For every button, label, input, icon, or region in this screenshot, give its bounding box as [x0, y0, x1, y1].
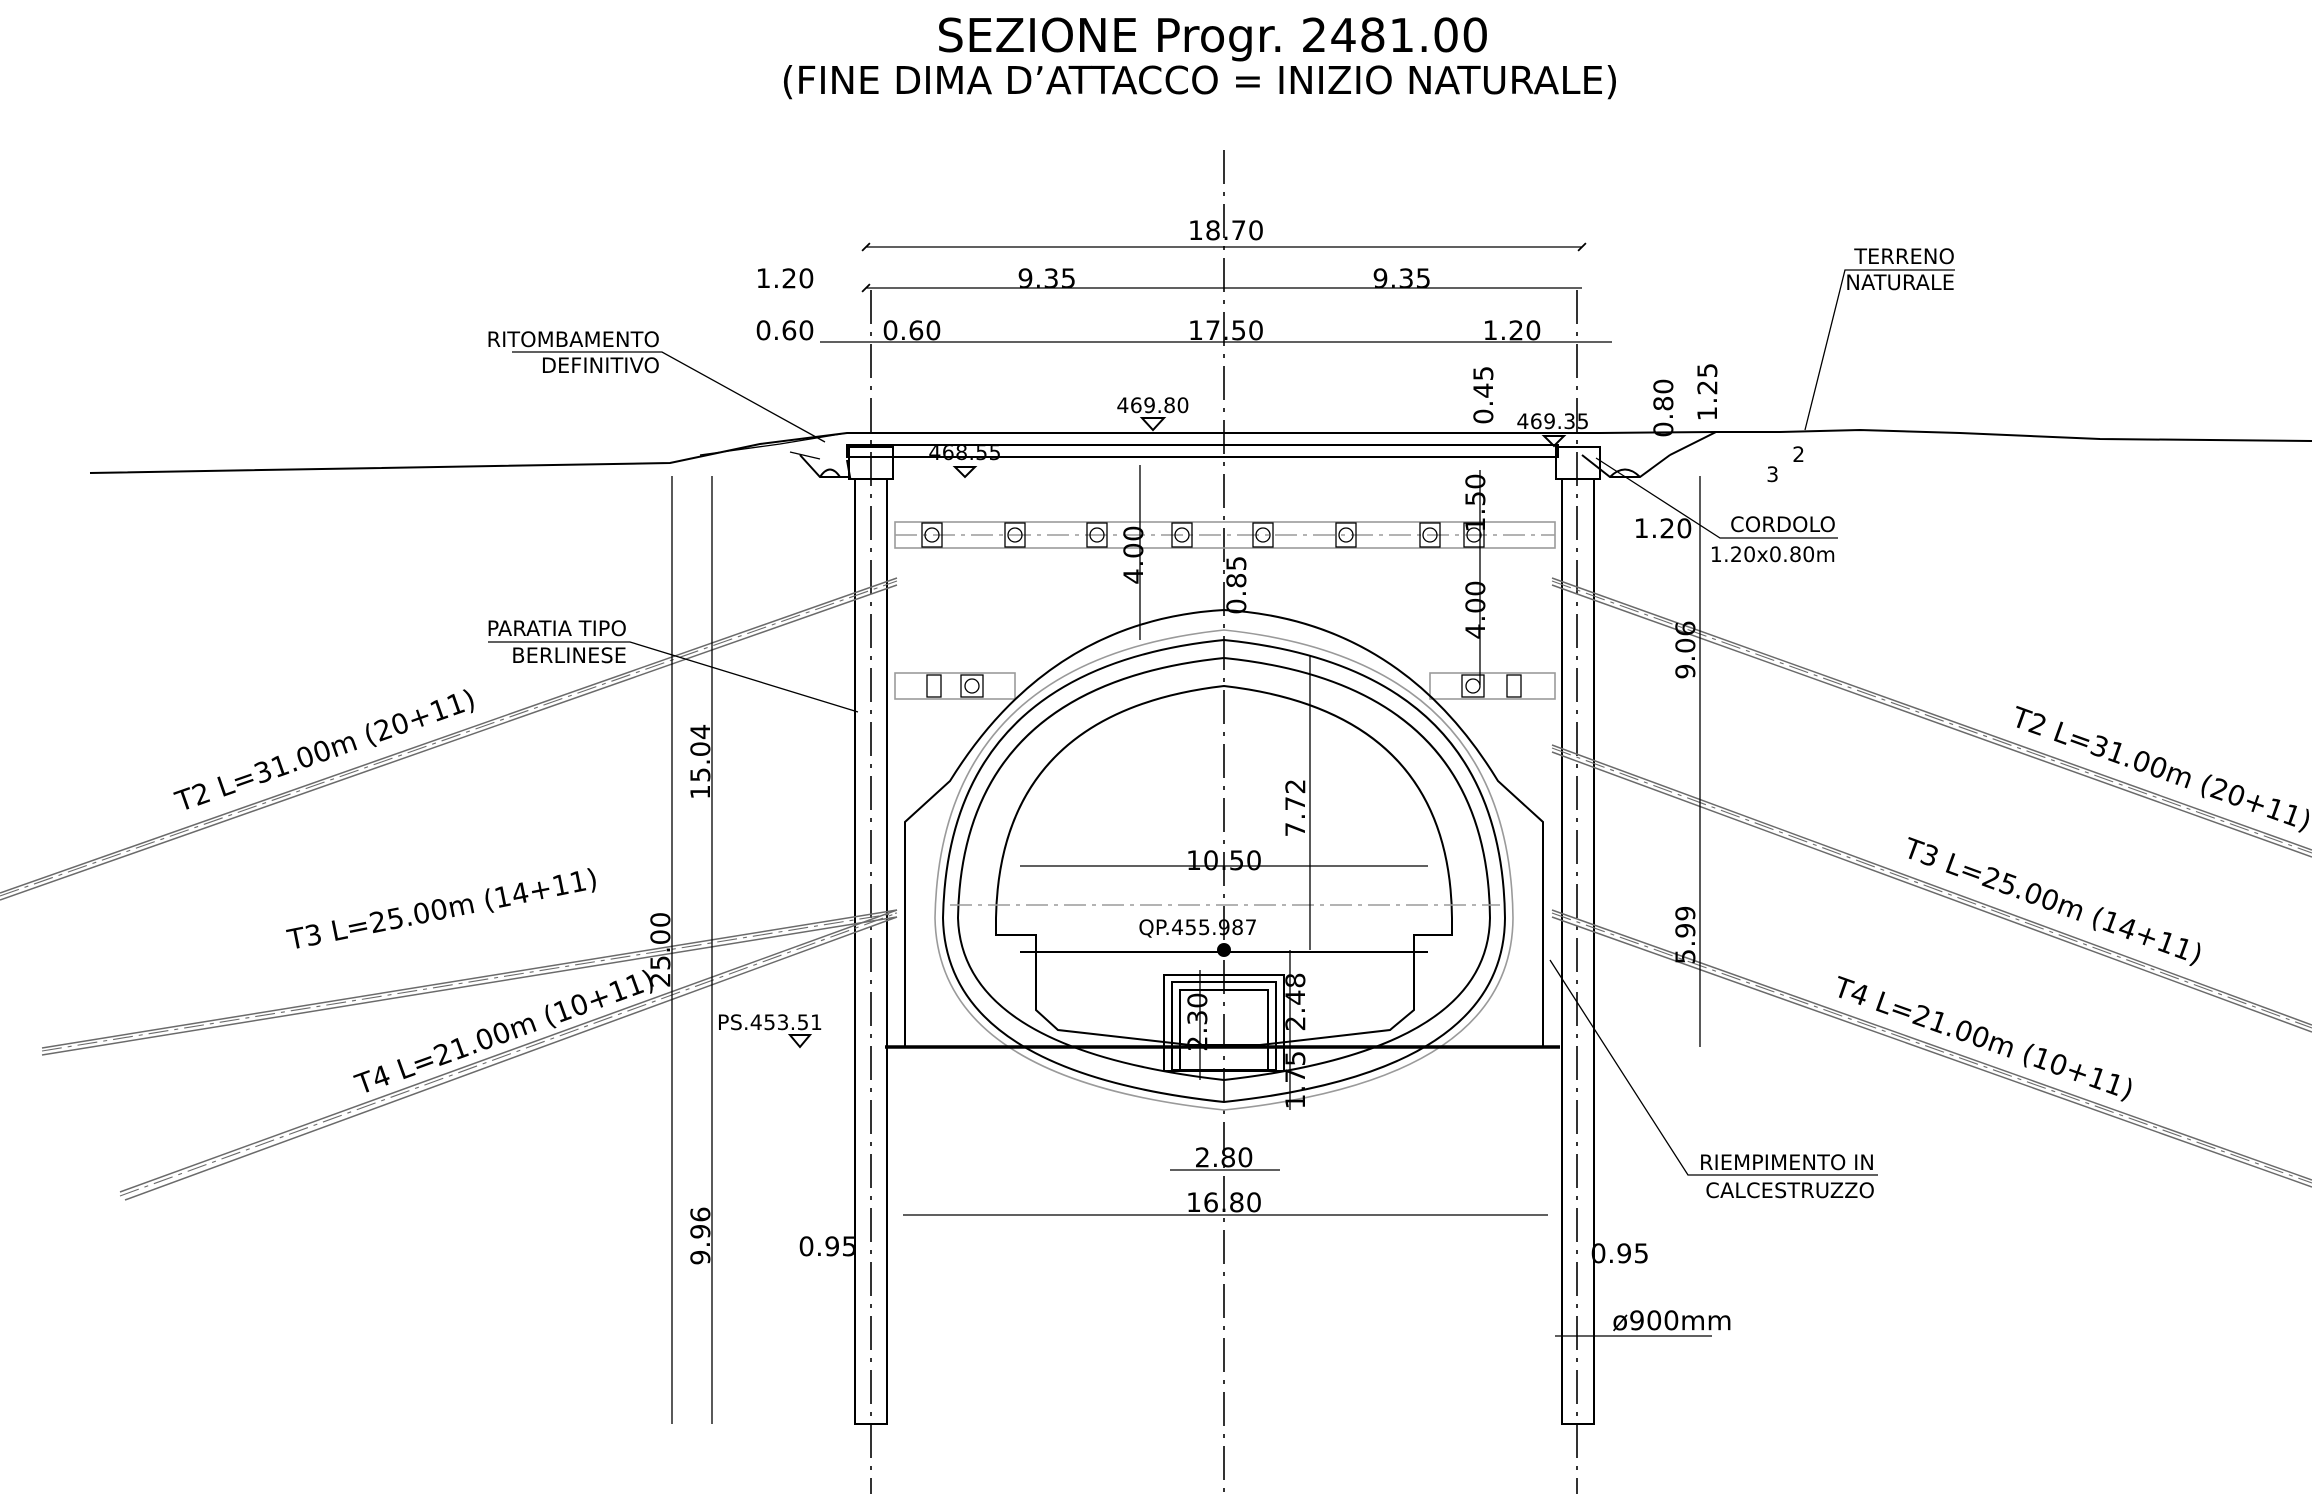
label-terreno-1: TERRENO	[1853, 245, 1955, 269]
drawing-title: SEZIONE Progr. 2481.00	[936, 9, 1490, 63]
dim-total-width: 18.70	[1187, 216, 1264, 247]
dim-top-right: 1.20	[1482, 316, 1542, 347]
anchor-left-t4: T4 L=21.00m (10+11)	[350, 963, 659, 1102]
paratia-leader	[488, 641, 859, 713]
dim-center-085: 0.85	[1222, 555, 1253, 615]
dim-w-1050: 10.50	[1185, 846, 1262, 877]
dim-h-175: 1.75	[1281, 1050, 1312, 1110]
dim-half-right: 9.35	[1372, 264, 1432, 295]
dimension-lines	[671, 242, 1701, 1424]
riempimento-leader	[1549, 959, 1878, 1176]
slope-2: 2	[1792, 443, 1805, 467]
ritombamento-leader	[512, 351, 826, 443]
right-pile	[1561, 478, 1595, 1425]
lower-strut-row	[894, 672, 1556, 700]
top-slab	[846, 444, 1559, 458]
dim-right-095: 0.95	[1590, 1239, 1650, 1270]
tunnel-section	[885, 608, 1560, 1111]
left-pile	[854, 478, 888, 1425]
dim-right-045: 0.45	[1469, 365, 1500, 425]
label-cordolo-1: CORDOLO	[1730, 513, 1836, 537]
level-46855-marker	[952, 466, 978, 479]
natural-ground-line	[89, 428, 2312, 474]
level-qp: QP.455.987	[1138, 916, 1257, 940]
dim-left-2500: 25.00	[646, 911, 677, 988]
anchor-right-t2: T2 L=31.00m (20+11)	[2007, 700, 2312, 838]
label-ritombamento-2: DEFINITIVO	[541, 354, 660, 378]
anchor-right-t4: T4 L=21.00m (10+11)	[1829, 970, 2139, 1107]
dim-right-120b: 1.20	[1633, 514, 1693, 545]
dim-right-906: 9.06	[1671, 620, 1702, 680]
label-paratia-1: PARATIA TIPO	[487, 617, 627, 641]
left-ditch	[799, 454, 852, 478]
dim-inner-width: 17.50	[1187, 316, 1264, 347]
level-46935-marker	[1541, 435, 1567, 448]
dim-h-230: 2.30	[1183, 992, 1214, 1052]
dim-center-400: 4.00	[1119, 525, 1150, 585]
dim-top-left-2: 0.60	[755, 316, 815, 347]
level-46980-marker	[1139, 417, 1167, 432]
drawing-subtitle: (FINE DIMA D’ATTACCO = INIZIO NATURALE)	[781, 59, 1620, 103]
label-cordolo-2: 1.20x0.80m	[1710, 543, 1836, 567]
cordolo-leader	[1595, 457, 1838, 539]
label-diameter: ø900mm	[1612, 1306, 1733, 1337]
dim-w-280: 2.80	[1194, 1143, 1254, 1174]
dim-left-1504: 15.04	[686, 723, 717, 800]
anchor-left-t2: T2 L=31.00m (20+11)	[170, 683, 480, 819]
dim-h-772: 7.72	[1281, 778, 1312, 838]
dim-top-left-3: 0.60	[882, 316, 942, 347]
label-terreno-2: NATURALE	[1845, 271, 1955, 295]
dim-right-400: 4.00	[1461, 580, 1492, 640]
level-ps-marker	[787, 1034, 813, 1049]
dim-left-996: 9.96	[686, 1206, 717, 1266]
right-anchors	[1551, 577, 2312, 1188]
level-46935: 469.35	[1516, 410, 1589, 434]
left-anchors	[0, 577, 898, 1201]
dim-right-080: 0.80	[1649, 378, 1680, 438]
slope-3: 3	[1766, 463, 1779, 487]
level-46855: 468.55	[928, 441, 1001, 465]
dim-right-150: 1.50	[1461, 473, 1492, 533]
backfill-wedge	[699, 432, 848, 460]
dim-half-left: 9.35	[1017, 264, 1077, 295]
terreno-leader	[1804, 269, 1955, 431]
label-ritombamento-1: RITOMBAMENTO	[487, 328, 661, 352]
upper-strut-row	[894, 521, 1556, 549]
dim-top-left-1: 1.20	[755, 264, 815, 295]
label-riempimento-2: CALCESTRUZZO	[1705, 1179, 1875, 1203]
level-ps: PS.453.51	[717, 1011, 823, 1035]
anchor-left-t3: T3 L=25.00m (14+11)	[284, 862, 601, 957]
level-46980: 469.80	[1116, 394, 1189, 418]
label-riempimento-1: RIEMPIMENTO IN	[1699, 1151, 1875, 1175]
dim-w-1680: 16.80	[1185, 1188, 1262, 1219]
dim-right-125: 1.25	[1693, 362, 1724, 422]
dim-left-095: 0.95	[798, 1232, 858, 1263]
dim-right-599: 5.99	[1671, 905, 1702, 965]
anchor-right-t3: T3 L=25.00m (14+11)	[1899, 831, 2208, 971]
label-paratia-2: BERLINESE	[511, 644, 627, 668]
dim-h-248: 2.48	[1281, 972, 1312, 1032]
